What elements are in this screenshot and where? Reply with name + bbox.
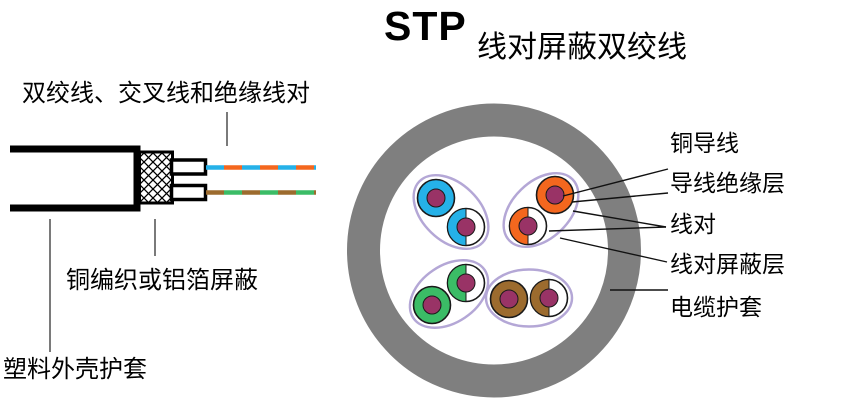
label-cable-sheath: 电缆护套 (670, 294, 762, 320)
title-name: 线对屏蔽双绞线 (477, 31, 687, 64)
label-wire-insulation: 导线绝缘层 (670, 170, 785, 196)
copper-core (499, 289, 519, 309)
copper-core (539, 288, 559, 308)
wire-stub-bottom (169, 183, 208, 202)
copper-core (456, 273, 476, 293)
leader-pair-b (548, 226, 667, 232)
copper-core (426, 188, 446, 208)
cable-cross-section (347, 103, 669, 398)
pair-brown (489, 278, 569, 319)
label-braid-shield: 铜编织或铝箔屏蔽 (66, 267, 258, 294)
cable-jacket-outline (10, 145, 141, 212)
label-plastic-jacket: 塑料外壳护套 (3, 356, 147, 383)
copper-core (545, 185, 565, 205)
pair-green (412, 263, 486, 325)
leader-conductor (562, 168, 669, 197)
copper-core (422, 295, 442, 315)
pair-blue (416, 178, 486, 247)
pair-orange (508, 175, 575, 246)
callout-lines (548, 168, 669, 291)
cable-side-view (10, 112, 316, 352)
leader-pair-shield (559, 237, 668, 263)
wire-stub-top (169, 158, 208, 176)
label-twisted-pairs: 双绞线、交叉线和绝缘线对 (22, 80, 310, 107)
label-copper-conductor: 铜导线 (670, 130, 739, 156)
title-acronym: STP (384, 3, 467, 49)
copper-core (456, 217, 476, 237)
label-wire-pair: 线对 (670, 211, 716, 237)
label-pair-shield-layer: 线对屏蔽层 (670, 251, 785, 277)
copper-core (518, 216, 538, 236)
leader-pair-a (572, 210, 667, 228)
leader-insulation (571, 192, 669, 203)
braid-shield-section (138, 150, 174, 205)
cable-sheath-ring (347, 103, 641, 398)
